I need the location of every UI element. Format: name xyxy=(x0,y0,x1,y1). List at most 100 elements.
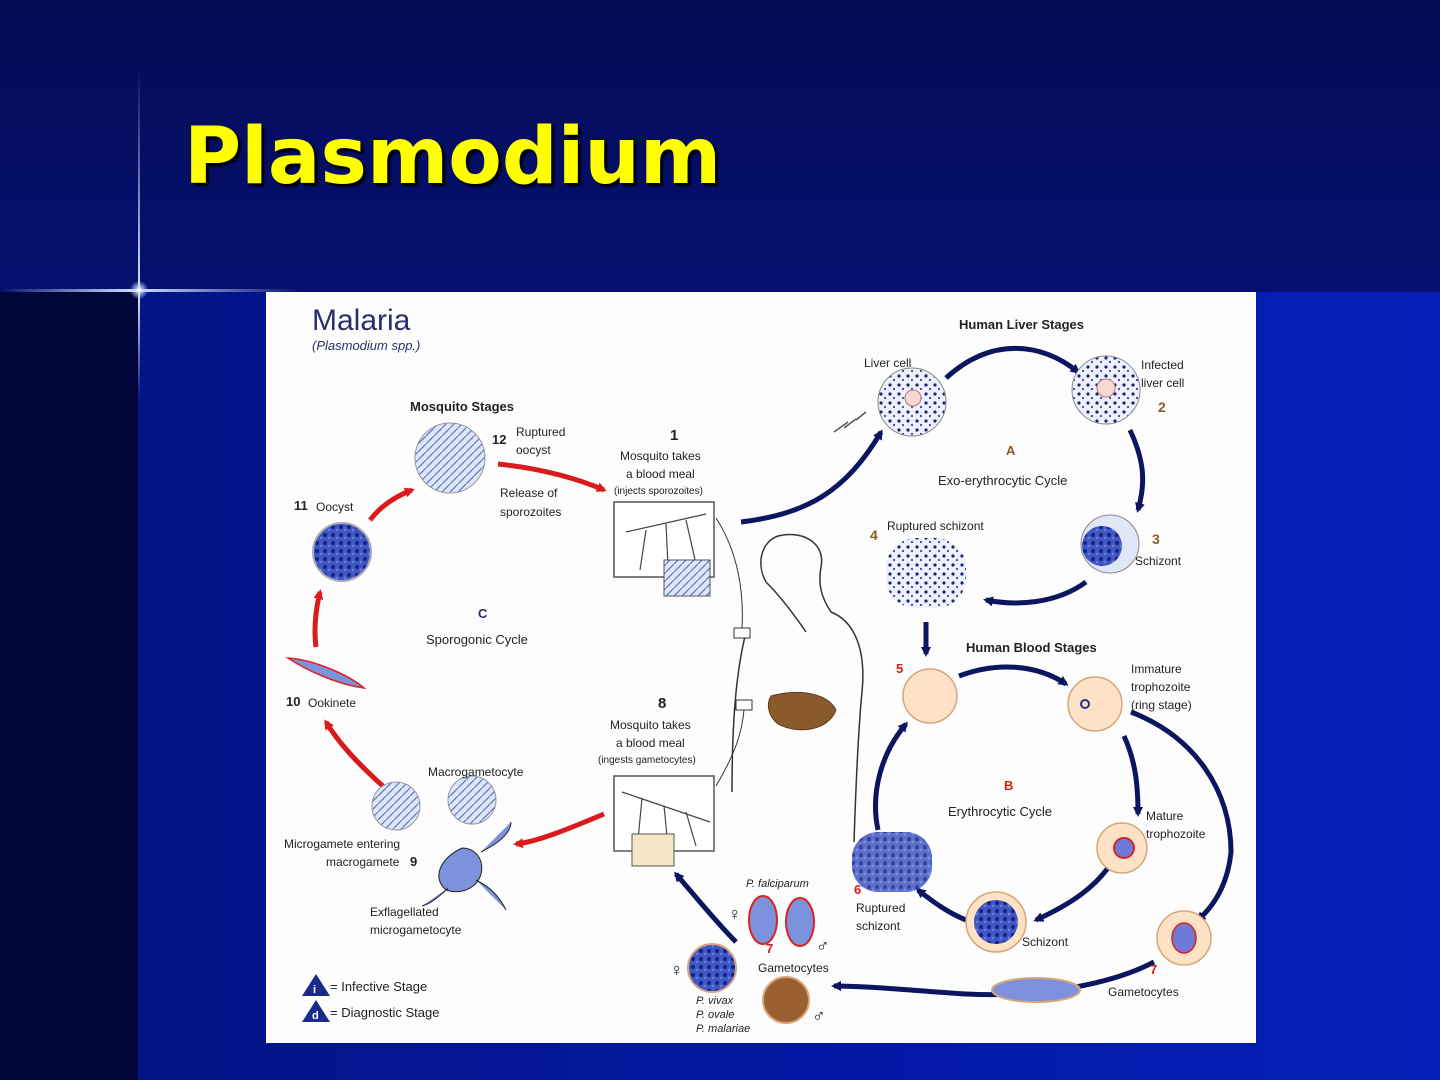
step-10-number: 10 xyxy=(286,694,300,709)
step-6-number: 6 xyxy=(854,882,861,897)
label-meal8-3: (ingests gametocytes) xyxy=(598,755,696,766)
mosquito-8 xyxy=(621,791,711,847)
legend-infective-icon xyxy=(302,974,330,996)
liver-schizont-merozoites xyxy=(1082,526,1122,566)
label-release-2: sporozoites xyxy=(500,505,561,519)
arrow-zygote-to-ookinete xyxy=(323,719,386,789)
arrow-oocyst-to-ruptured xyxy=(368,487,415,522)
label-p-malariae: P. malariae xyxy=(696,1023,750,1035)
label-mature-2: trophozoite xyxy=(1146,827,1206,841)
ring-stage-parasite xyxy=(1080,699,1090,709)
gametocyte-vivax-female xyxy=(687,943,737,993)
legend-infective-symbol: i xyxy=(313,984,316,996)
light-flare-vertical xyxy=(138,70,140,400)
gametocyte-vivax-male xyxy=(762,976,810,1024)
label-mature-1: Mature xyxy=(1146,809,1184,823)
label-macrogametocyte: Macrogametocyte xyxy=(428,765,524,779)
mature-trophozoite-parasite xyxy=(1113,837,1135,859)
red-blood-cell-5 xyxy=(902,668,958,724)
arrow-mature-to-schizont xyxy=(1033,860,1115,923)
step-4-number: 4 xyxy=(870,527,878,543)
label-p-ovale: P. ovale xyxy=(696,1009,734,1021)
oocyst xyxy=(312,522,372,582)
label-meal1-3: (injects sporozoites) xyxy=(614,486,703,497)
step-9-number: 9 xyxy=(410,854,417,869)
arrow-ookinete-to-oocyst xyxy=(312,589,324,648)
microgamete-entering-cell xyxy=(371,781,421,831)
arrow-ruptured-to-new-rbc xyxy=(873,721,908,831)
sporozoite-inset xyxy=(663,559,711,597)
arrow-ring-to-mature xyxy=(1121,734,1143,817)
label-gametocytes-center: Gametocytes xyxy=(758,961,829,975)
label-ookinete: Ookinete xyxy=(308,696,356,710)
arrow-gametocytes-to-mosquito xyxy=(674,871,738,944)
gametocyte-parasite-right xyxy=(1171,922,1197,954)
slide-title: Plasmodium xyxy=(184,112,722,202)
skin-sample-marker-upper xyxy=(733,627,751,639)
connector-lines xyxy=(715,517,745,787)
heading-human-blood-stages: Human Blood Stages xyxy=(966,640,1097,655)
badge-cycle-c: C xyxy=(478,606,488,621)
macrogametocyte xyxy=(447,775,497,825)
label-p-falciparum: P. falciparum xyxy=(746,878,809,890)
female-symbol-upper: ♀ xyxy=(728,904,742,924)
female-symbol-lower: ♀ xyxy=(670,960,684,980)
label-schizont-liver: Schizont xyxy=(1135,554,1182,568)
legend-infective-label: = Infective Stage xyxy=(330,979,427,994)
label-gametocytes-right: Gametocytes xyxy=(1108,985,1179,999)
label-meal8-1: Mosquito takes xyxy=(610,718,691,732)
ring-stage-rbc xyxy=(1067,676,1123,732)
step-7-number-right: 7 xyxy=(1150,962,1157,977)
diagram-subtitle: (Plasmodium spp.) xyxy=(312,338,420,353)
step-12-number: 12 xyxy=(492,432,506,447)
label-exflag-2: microgametocyte xyxy=(370,923,462,937)
step-1-number: 1 xyxy=(670,427,678,444)
human-silhouette xyxy=(760,533,864,843)
label-exo-erythrocytic-cycle: Exo-erythrocytic Cycle xyxy=(938,473,1067,488)
malaria-life-cycle-diagram: Malaria (Plasmodium spp.) Human Liver St… xyxy=(266,292,1256,1043)
arrow-liver-cell-to-infected xyxy=(944,346,1081,380)
label-erythrocytic-cycle: Erythrocytic Cycle xyxy=(948,804,1052,819)
label-ruptured-blood-2: schizont xyxy=(856,919,901,933)
label-infected-liver-cell-1: Infected xyxy=(1141,358,1184,372)
label-ruptured-oocyst-2: oocyst xyxy=(516,443,551,457)
gametocyte-inset xyxy=(631,833,675,867)
liver-cell-nucleus xyxy=(904,389,922,407)
diagram-title: Malaria xyxy=(312,304,411,337)
exflagellated-microgametocyte xyxy=(421,821,512,911)
slide-header-background xyxy=(0,0,1440,292)
label-ruptured-oocyst-1: Ruptured xyxy=(516,425,565,439)
ookinete xyxy=(285,657,367,690)
label-immature-2: trophozoite xyxy=(1131,680,1191,694)
arrow-meal-to-liver xyxy=(740,429,884,525)
human-liver xyxy=(767,692,837,731)
step-7-number-center: 7 xyxy=(766,941,773,956)
label-release-1: Release of xyxy=(500,486,558,500)
heading-human-liver-stages: Human Liver Stages xyxy=(959,317,1084,332)
arrow-ring-to-gametocyte-branch xyxy=(1130,709,1234,922)
light-flare-horizontal xyxy=(0,289,300,292)
label-exflag-1: Exflagellated xyxy=(370,905,439,919)
male-symbol-lower: ♂ xyxy=(812,1006,826,1026)
legend-diagnostic-icon xyxy=(302,1000,330,1022)
ruptured-blood-schizont xyxy=(852,832,932,892)
arrow-ruptured-oocyst-to-meal xyxy=(497,461,607,493)
label-sporogonic-cycle: Sporogonic Cycle xyxy=(426,632,528,647)
arrow-schizont-to-ruptured xyxy=(983,579,1088,607)
step-3-number: 3 xyxy=(1152,531,1160,547)
label-immature-1: Immature xyxy=(1131,662,1182,676)
legend-diagnostic-symbol: d xyxy=(312,1010,319,1022)
human-arm xyxy=(731,631,747,793)
light-flare-center xyxy=(130,281,148,299)
arrow-blood-5-to-ring xyxy=(958,664,1069,687)
label-schizont-blood: Schizont xyxy=(1022,935,1069,949)
step-5-number: 5 xyxy=(896,661,903,676)
label-liver-cell: Liver cell xyxy=(864,356,911,370)
heading-mosquito-stages: Mosquito Stages xyxy=(410,399,514,414)
arrow-infected-to-schizont xyxy=(1127,428,1146,513)
label-oocyst: Oocyst xyxy=(316,500,354,514)
arrow-gametocytes-to-center xyxy=(831,959,1156,998)
infected-liver-cell-nucleus xyxy=(1096,378,1116,398)
badge-cycle-b: B xyxy=(1004,778,1013,793)
legend-diagnostic-label: = Diagnostic Stage xyxy=(330,1005,439,1020)
